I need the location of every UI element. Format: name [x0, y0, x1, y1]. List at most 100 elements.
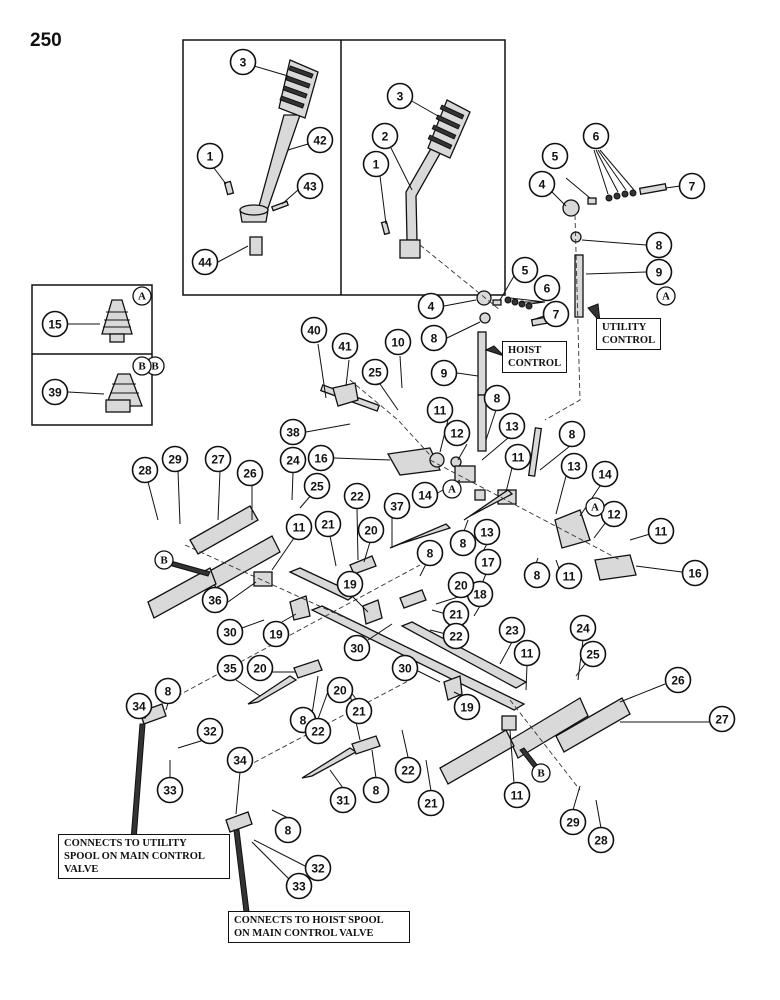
callout-30: 30	[391, 654, 419, 682]
callout-1: 1	[196, 142, 224, 170]
svg-text:19: 19	[269, 628, 283, 642]
svg-text:5: 5	[552, 150, 559, 164]
svg-text:11: 11	[563, 570, 576, 584]
leader-lines	[67, 65, 709, 881]
svg-text:20: 20	[364, 524, 378, 538]
callout-36: 36	[201, 586, 229, 614]
view-a-fitting	[101, 299, 133, 343]
svg-text:35: 35	[223, 662, 237, 676]
svg-text:24: 24	[286, 454, 300, 468]
svg-text:44: 44	[198, 256, 212, 270]
svg-text:17: 17	[481, 556, 495, 570]
svg-text:34: 34	[132, 700, 146, 714]
svg-text:5: 5	[522, 264, 529, 278]
view-b-fitting	[105, 373, 143, 413]
callout-21: 21	[417, 789, 445, 817]
callout-19: 19	[453, 693, 481, 721]
callout-38: 38	[279, 418, 307, 446]
callout-22: 22	[343, 482, 371, 510]
svg-text:8: 8	[494, 392, 501, 406]
callout-34: 34	[226, 746, 254, 774]
svg-text:25: 25	[586, 648, 600, 662]
utility-linkage	[562, 183, 668, 318]
callout-8: 8	[483, 384, 511, 412]
callout-41: 41	[331, 332, 359, 360]
svg-text:39: 39	[48, 386, 62, 400]
svg-text:25: 25	[310, 480, 324, 494]
svg-text:9: 9	[656, 266, 663, 280]
svg-text:B: B	[537, 768, 545, 780]
callout-11: 11	[426, 396, 454, 424]
svg-text:11: 11	[655, 525, 668, 539]
callout-6: 6	[582, 122, 610, 150]
callout-42: 42	[306, 126, 334, 154]
callout-21: 21	[345, 697, 373, 725]
callout-33: 33	[156, 776, 184, 804]
control-lever-left	[223, 59, 319, 256]
svg-text:8: 8	[373, 784, 380, 798]
callout-20: 20	[357, 516, 385, 544]
svg-text:B: B	[138, 361, 146, 373]
svg-text:32: 32	[311, 862, 325, 876]
callout-16: 16	[307, 444, 335, 472]
svg-text:21: 21	[352, 705, 366, 719]
svg-text:20: 20	[253, 662, 267, 676]
svg-text:6: 6	[544, 282, 551, 296]
callout-25: 25	[361, 358, 389, 386]
svg-text:26: 26	[671, 674, 685, 688]
callout-6: 6	[533, 274, 561, 302]
svg-text:14: 14	[598, 468, 612, 482]
svg-text:10: 10	[391, 336, 405, 350]
callout-8: 8	[645, 231, 673, 259]
callout-13: 13	[560, 452, 588, 480]
callout-30: 30	[343, 634, 371, 662]
svg-text:43: 43	[303, 180, 317, 194]
svg-text:21: 21	[321, 518, 335, 532]
svg-text:27: 27	[715, 713, 729, 727]
callout-9: 9	[430, 359, 458, 387]
svg-text:1: 1	[373, 158, 380, 172]
callout-11: 11	[504, 443, 532, 471]
callout-37: 37	[383, 492, 411, 520]
callout-8: 8	[274, 816, 302, 844]
callout-8: 8	[523, 561, 551, 589]
svg-text:29: 29	[566, 816, 580, 830]
svg-text:11: 11	[521, 647, 534, 661]
svg-text:8: 8	[656, 239, 663, 253]
callout-2: 2	[371, 122, 399, 150]
callout-39: 39	[41, 378, 69, 406]
svg-text:11: 11	[511, 789, 524, 803]
callout-5: 5	[511, 256, 539, 284]
svg-text:21: 21	[449, 608, 463, 622]
callout-16: 16	[681, 559, 709, 587]
callout-34: 34	[125, 692, 153, 720]
callout-32: 32	[304, 854, 332, 882]
control-lever-right	[380, 99, 471, 259]
callout-23: 23	[498, 616, 526, 644]
lever-inset-frame	[182, 39, 506, 296]
callout-7: 7	[542, 300, 570, 328]
svg-text:3: 3	[397, 90, 404, 104]
callout-3: 3	[386, 82, 414, 110]
callout-19: 19	[262, 620, 290, 648]
callout-31: 31	[329, 786, 357, 814]
levers-and-clevises	[139, 555, 517, 833]
callout-27: 27	[708, 705, 736, 733]
svg-text:28: 28	[594, 834, 608, 848]
svg-text:22: 22	[350, 490, 364, 504]
svg-text:20: 20	[333, 684, 347, 698]
callout-9: 9	[645, 258, 673, 286]
callout-29: 29	[559, 808, 587, 836]
svg-text:13: 13	[480, 526, 494, 540]
callout-10: 10	[384, 328, 412, 356]
callout-32: 32	[196, 717, 224, 745]
svg-text:28: 28	[138, 464, 152, 478]
svg-text:30: 30	[223, 626, 237, 640]
callout-44: 44	[191, 248, 219, 276]
callout-21: 21	[314, 510, 342, 538]
svg-text:25: 25	[368, 366, 382, 380]
callout-35: 35	[216, 654, 244, 682]
